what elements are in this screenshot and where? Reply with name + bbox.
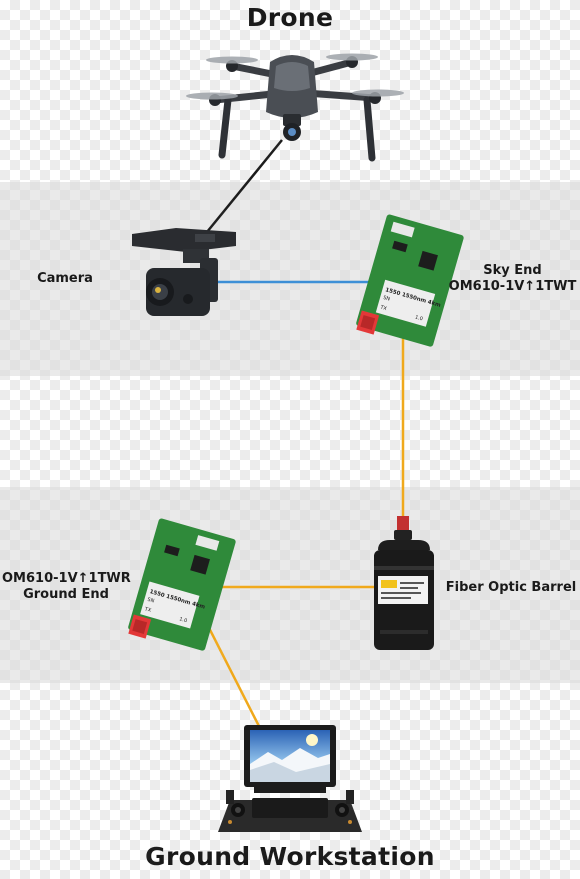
drone-icon xyxy=(186,54,404,159)
drone-label: Drone xyxy=(230,3,350,32)
ground-workstation-icon xyxy=(218,725,362,832)
sky-end-label: Sky End OM610-1V↑1TWT xyxy=(445,263,580,295)
ground-end-label: OM610-1V↑1TWR Ground End xyxy=(2,571,130,603)
sky-end-label-line1: Sky End xyxy=(445,263,580,279)
ground-end-label-line2: Ground End xyxy=(2,587,130,603)
camera-label: Camera xyxy=(30,271,100,287)
camera-gimbal-icon xyxy=(132,228,236,316)
ground-end-label-line1: OM610-1V↑1TWR xyxy=(2,571,130,587)
drone-camera-link xyxy=(207,140,282,232)
ground-end-module-icon: 1550 1550nm 4km SN TX 1.0 xyxy=(126,518,236,655)
sky-end-label-line2: OM610-1V↑1TWT xyxy=(445,279,580,295)
fiber-barrel-icon xyxy=(374,516,434,650)
fiber-barrel-label: Fiber Optic Barrel xyxy=(442,580,580,596)
ground-workstation-fiber xyxy=(205,620,265,738)
ground-workstation-label: Ground Workstation xyxy=(130,842,450,871)
